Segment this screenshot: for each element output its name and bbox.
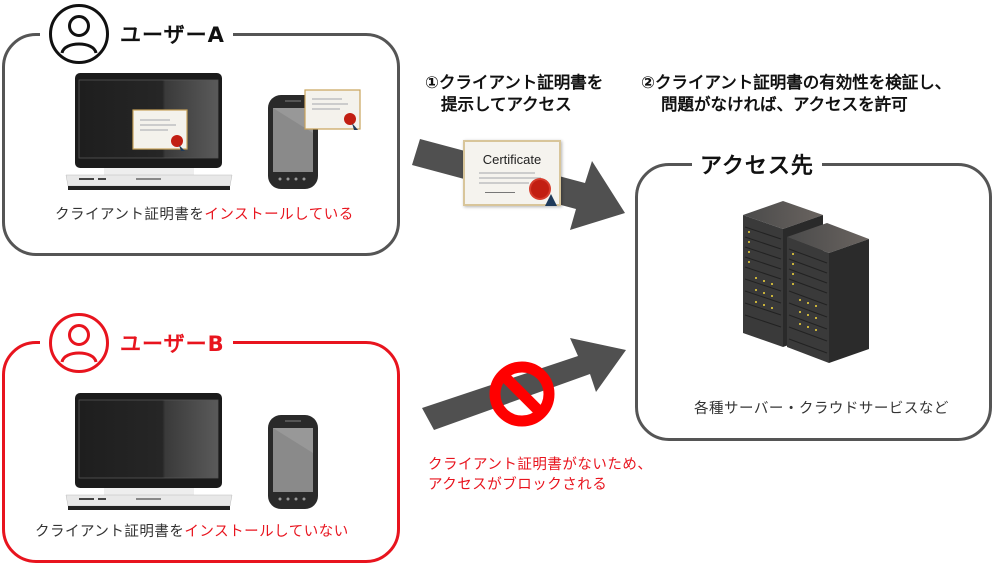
laptop (65, 393, 233, 510)
certificate-icon (132, 109, 188, 151)
blocked-line-1: クライアント証明書がないため、 (428, 457, 653, 473)
step-2-line-2: 問題がなければ、アクセスを許可 (661, 95, 908, 114)
seal-icon (531, 180, 549, 198)
smartphone-with-certificate (268, 89, 361, 189)
certificate-card: Certificate (463, 140, 561, 206)
destination-legend: アクセス先 (692, 148, 822, 180)
user-icon (49, 4, 109, 64)
user-a-legend: ユーザーA (40, 2, 233, 66)
step-2-line-1: ②クライアント証明書の有効性を検証し、 (641, 73, 952, 92)
user-b-title: ユーザーB (120, 332, 225, 356)
step-1-text: ①クライアント証明書を 提示してアクセス (425, 72, 603, 116)
caption-highlight: インストールしていない (184, 524, 349, 540)
caption-prefix: クライアント証明書を (35, 524, 185, 540)
blocked-text: クライアント証明書がないため、 アクセスがブロックされる (428, 455, 652, 495)
caption-highlight: インストールしている (204, 207, 354, 223)
server-racks-icon (743, 201, 869, 363)
blocked-line-2: アクセスがブロックされる (428, 477, 608, 493)
caption-prefix: クライアント証明書を (55, 207, 205, 223)
laptop-with-certificate (65, 73, 233, 190)
ribbon-icon (545, 194, 557, 206)
step-2-text: ②クライアント証明書の有効性を検証し、 問題がなければ、アクセスを許可 (641, 72, 951, 116)
smartphone (268, 415, 318, 509)
user-icon (49, 313, 109, 373)
user-b-legend: ユーザーB (40, 311, 233, 375)
destination-title: アクセス先 (700, 154, 814, 179)
step-1-line-1: ①クライアント証明書を (425, 73, 604, 92)
certificate-label: Certificate (482, 152, 542, 167)
user-a-caption: クライアント証明書をインストールしている (55, 203, 354, 224)
certificate-icon (304, 89, 361, 130)
user-a-title: ユーザーA (120, 23, 225, 47)
prohibited-icon (489, 361, 555, 427)
user-b-caption: クライアント証明書をインストールしていない (35, 520, 349, 541)
destination-caption: 各種サーバー・クラウドサービスなど (694, 401, 949, 417)
step-1-line-2: 提示してアクセス (441, 95, 572, 114)
access-arrow-blocked (422, 338, 626, 430)
